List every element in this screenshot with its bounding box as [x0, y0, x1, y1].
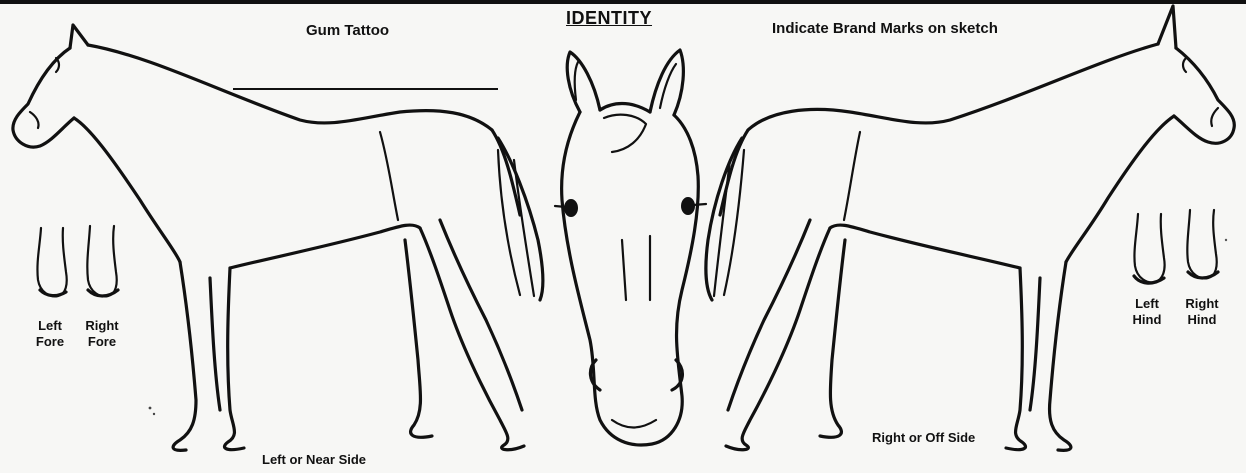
right-hind-label: Right Hind: [1178, 296, 1226, 328]
left-hind-hoof-sketch[interactable]: [1134, 214, 1165, 283]
off-side-label: Right or Off Side: [872, 430, 975, 445]
near-side-horse-sketch[interactable]: [13, 25, 543, 450]
off-side-horse-sketch[interactable]: [706, 6, 1234, 450]
near-side-label: Left or Near Side: [262, 452, 366, 467]
left-fore-label: Left Fore: [28, 318, 72, 350]
right-hind-hoof-sketch[interactable]: [1187, 210, 1218, 278]
left-fore-hoof-sketch[interactable]: [37, 228, 66, 296]
left-hind-label: Left Hind: [1125, 296, 1169, 328]
right-fore-label: Right Fore: [80, 318, 124, 350]
front-head-sketch[interactable]: [555, 50, 706, 445]
right-fore-hoof-sketch[interactable]: [87, 226, 118, 296]
